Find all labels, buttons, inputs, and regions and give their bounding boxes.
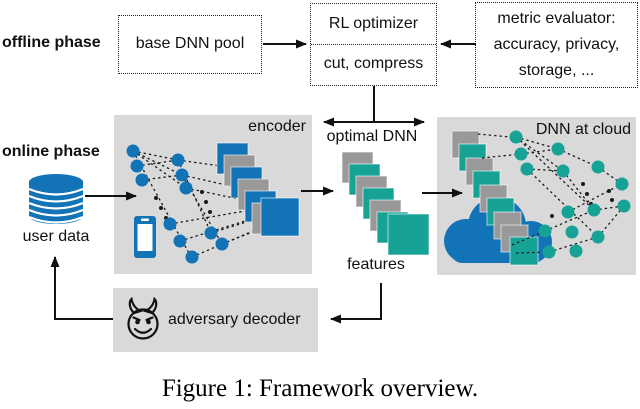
base-dnn-pool-label: base DNN pool xyxy=(135,35,245,53)
rl-actions: cut, compress xyxy=(311,44,436,84)
metric-evaluator-line1: metric evaluator: xyxy=(497,10,616,27)
encoder-panel: encoder xyxy=(114,115,312,274)
dnn-at-cloud-label: DNN at cloud xyxy=(535,121,631,138)
online-phase-label: online phase xyxy=(2,143,100,160)
adversary-decoder-label: adversary decoder xyxy=(168,310,301,328)
features-label: features xyxy=(347,256,405,273)
base-dnn-pool-box: base DNN pool xyxy=(118,15,262,74)
arrow-adversary-to-userdata xyxy=(50,256,113,320)
encoder-label: encoder xyxy=(248,118,306,135)
offline-phase-label: offline phase xyxy=(2,34,101,51)
database-icon xyxy=(28,174,84,224)
arrow-features-to-adversary xyxy=(330,283,382,324)
devil-icon xyxy=(127,297,159,340)
metric-evaluator-box: metric evaluator: accuracy, privacy, sto… xyxy=(475,2,638,88)
metric-evaluator-line2: accuracy, privacy, xyxy=(493,36,620,53)
user-data-label: user data xyxy=(22,228,90,245)
adversary-decoder-panel: adversary decoder xyxy=(113,288,318,352)
figure-caption: Figure 1: Framework overview. xyxy=(161,375,479,402)
optimal-dnn-label: optimal DNN xyxy=(326,128,418,145)
feature-maps xyxy=(341,151,430,256)
rl-optimizer-title: RL optimizer xyxy=(328,14,419,32)
rl-optimizer-box: RL optimizer cut, compress xyxy=(310,3,437,86)
metric-evaluator-line3: storage, ... xyxy=(518,62,595,79)
dnn-at-cloud-panel: DNN at cloud xyxy=(437,117,636,275)
